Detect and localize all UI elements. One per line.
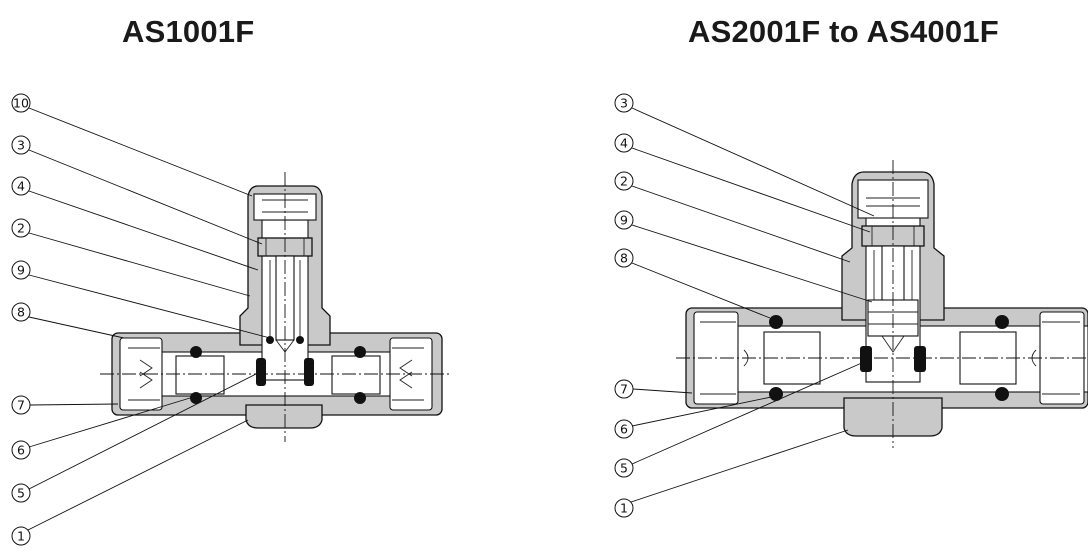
callout-left-3: 3 bbox=[11, 135, 263, 245]
svg-text:5: 5 bbox=[17, 486, 25, 501]
callout-right-4: 4 bbox=[614, 133, 871, 233]
callout-left-2: 2 bbox=[11, 218, 251, 297]
svg-text:1: 1 bbox=[620, 501, 628, 516]
svg-text:9: 9 bbox=[17, 263, 25, 278]
diagram-title-as2001f-to-as4001f: AS2001F to AS4001F bbox=[688, 14, 999, 49]
svg-text:6: 6 bbox=[17, 443, 25, 458]
svg-text:2: 2 bbox=[620, 174, 628, 189]
callout-right-6: 6 bbox=[614, 395, 777, 439]
svg-text:3: 3 bbox=[17, 138, 25, 153]
callout-left-7: 7 bbox=[11, 395, 119, 415]
svg-text:4: 4 bbox=[620, 136, 628, 151]
svg-text:9: 9 bbox=[620, 213, 628, 228]
callout-right-2: 2 bbox=[614, 171, 851, 263]
svg-text:4: 4 bbox=[17, 179, 25, 194]
callout-left-8: 8 bbox=[11, 302, 125, 339]
as1001f-section-drawing bbox=[100, 172, 452, 442]
svg-text:5: 5 bbox=[620, 461, 628, 476]
callout-left-10: 10 bbox=[11, 93, 253, 197]
callout-left-6: 6 bbox=[11, 397, 191, 460]
diagram-title-as1001f: AS1001F bbox=[122, 14, 255, 49]
svg-text:8: 8 bbox=[620, 251, 628, 266]
svg-text:10: 10 bbox=[13, 96, 29, 111]
svg-text:3: 3 bbox=[620, 96, 628, 111]
callout-right-5: 5 bbox=[614, 361, 865, 478]
callout-right-8: 8 bbox=[614, 248, 771, 319]
svg-text:2: 2 bbox=[17, 221, 25, 236]
svg-text:1: 1 bbox=[17, 529, 25, 544]
svg-text:6: 6 bbox=[620, 422, 628, 437]
svg-text:8: 8 bbox=[17, 305, 25, 320]
svg-text:7: 7 bbox=[17, 398, 25, 413]
callout-right-7: 7 bbox=[614, 379, 693, 399]
callout-right-9: 9 bbox=[614, 210, 873, 303]
callout-left-9: 9 bbox=[11, 260, 271, 339]
body-bottom-right bbox=[843, 397, 943, 437]
as2001f-to-as4001f-section-drawing bbox=[676, 160, 1088, 448]
callout-left-4: 4 bbox=[11, 176, 259, 271]
callout-left-1: 1 bbox=[11, 419, 249, 546]
svg-text:7: 7 bbox=[620, 382, 628, 397]
callout-right-3: 3 bbox=[614, 93, 875, 217]
callout-right-1: 1 bbox=[614, 429, 849, 518]
callout-left-5: 5 bbox=[11, 371, 261, 503]
body-bottom-left bbox=[245, 404, 323, 429]
